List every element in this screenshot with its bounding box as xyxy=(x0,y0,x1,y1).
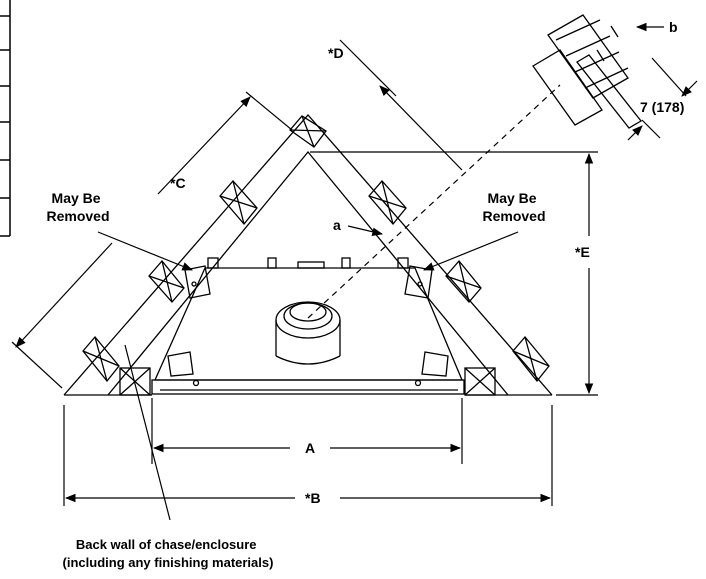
dimension-lines xyxy=(11,39,698,506)
label-c: *C xyxy=(170,175,186,191)
label-back-wall: Back wall of chase/enclosure (including … xyxy=(63,537,274,570)
label-b: b xyxy=(669,19,678,35)
label-may-be-removed-right: May Be Removed xyxy=(482,190,545,224)
vent-termination-cap xyxy=(532,14,642,129)
label-e: *E xyxy=(575,244,590,260)
label-7-178: 7 (178) xyxy=(640,99,684,115)
vent-centerline xyxy=(307,84,561,319)
label-d: *D xyxy=(328,45,344,61)
chase-framing xyxy=(63,114,553,396)
label-dimension-b: *B xyxy=(305,490,321,506)
label-may-be-removed-left: May Be Removed xyxy=(46,190,109,224)
label-dimension-a: A xyxy=(305,440,315,456)
fireplace-unit xyxy=(151,257,465,395)
label-a-lower: a xyxy=(333,217,341,233)
table-fragment xyxy=(0,0,11,237)
leader-arrows xyxy=(97,22,664,521)
